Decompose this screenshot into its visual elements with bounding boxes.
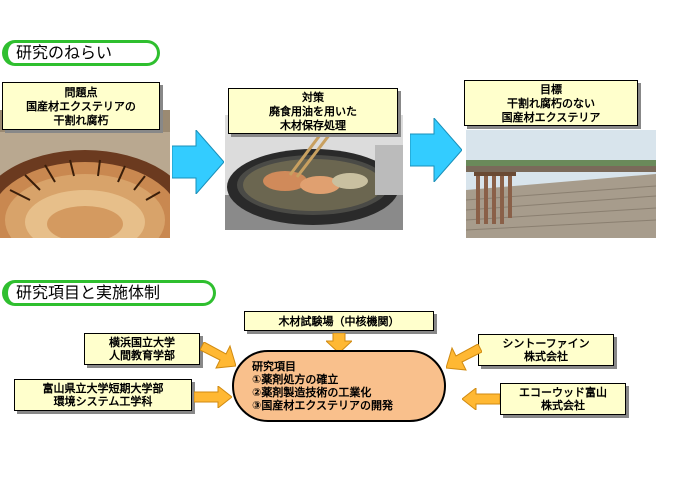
label-countermeasure: 対策 廃食用油を用いた 木材保存処理 [228, 88, 398, 134]
label-goal: 目標 干割れ腐朽のない 国産材エクステリア [464, 80, 638, 126]
section-title-aims: 研究のねらい [2, 40, 160, 66]
label-problem-heading: 問題点 [64, 86, 98, 99]
arrow-right-icon [410, 118, 462, 182]
arrow-down-icon [326, 333, 352, 353]
org-right-bottom-line2: 株式会社 [541, 399, 585, 412]
arrow-diagonal-icon [200, 342, 236, 369]
org-box-right-bottom: エコーウッド富山 株式会社 [500, 383, 626, 415]
org-top-line1: 木材試験場（中核機関） [278, 314, 400, 328]
org-right-bottom-line1: エコーウッド富山 [519, 386, 607, 399]
photo-wooden-deck [466, 130, 656, 238]
label-countermeasure-heading: 対策 [302, 91, 324, 104]
org-left-top-line2: 人間教育学部 [109, 349, 175, 362]
label-goal-line2: 国産材エクステリア [501, 111, 601, 124]
photo-cracked-log [0, 110, 170, 238]
label-goal-line1: 干割れ腐朽のない [507, 97, 595, 110]
org-left-top-line1: 横浜国立大学 [109, 336, 175, 349]
section-title-aims-text: 研究のねらい [16, 43, 113, 62]
org-box-right-top: シントーファイン 株式会社 [478, 334, 614, 366]
label-goal-heading: 目標 [540, 83, 562, 96]
org-right-top-line1: シントーファイン [502, 337, 590, 350]
research-items-pill: 研究項目 ①薬剤処方の確立 ②薬剤製造技術の工業化 ③国産材エクステリアの開発 [232, 350, 446, 422]
arrow-diagonal-left-icon [446, 344, 482, 371]
arrow-left-small-icon [462, 388, 500, 410]
research-items-heading: 研究項目 [252, 360, 296, 373]
arrow-right-small-icon [194, 386, 232, 408]
org-box-left-bottom: 富山県立大学短期大学部 環境システム工学科 [14, 379, 192, 411]
label-countermeasure-line1: 廃食用油を用いた [269, 105, 357, 118]
label-countermeasure-line2: 木材保存処理 [280, 119, 346, 132]
org-left-bottom-line2: 環境システム工学科 [53, 395, 153, 408]
research-item-1: ①薬剤処方の確立 [252, 373, 339, 386]
label-problem: 問題点 国産材エクステリアの 干割れ腐朽 [2, 82, 160, 130]
label-problem-line2: 干割れ腐朽 [53, 114, 109, 127]
section-title-structure-text: 研究項目と実施体制 [16, 283, 161, 302]
org-right-top-line2: 株式会社 [524, 350, 568, 363]
section-title-structure: 研究項目と実施体制 [2, 280, 216, 306]
org-box-left-top: 横浜国立大学 人間教育学部 [84, 333, 200, 365]
research-item-2: ②薬剤製造技術の工業化 [252, 386, 372, 399]
org-left-bottom-line1: 富山県立大学短期大学部 [42, 382, 164, 395]
research-item-3: ③国産材エクステリアの開発 [252, 399, 393, 412]
label-problem-line1: 国産材エクステリアの [26, 100, 136, 113]
org-box-top: 木材試験場（中核機関） [244, 311, 434, 331]
arrow-right-icon [172, 130, 224, 194]
